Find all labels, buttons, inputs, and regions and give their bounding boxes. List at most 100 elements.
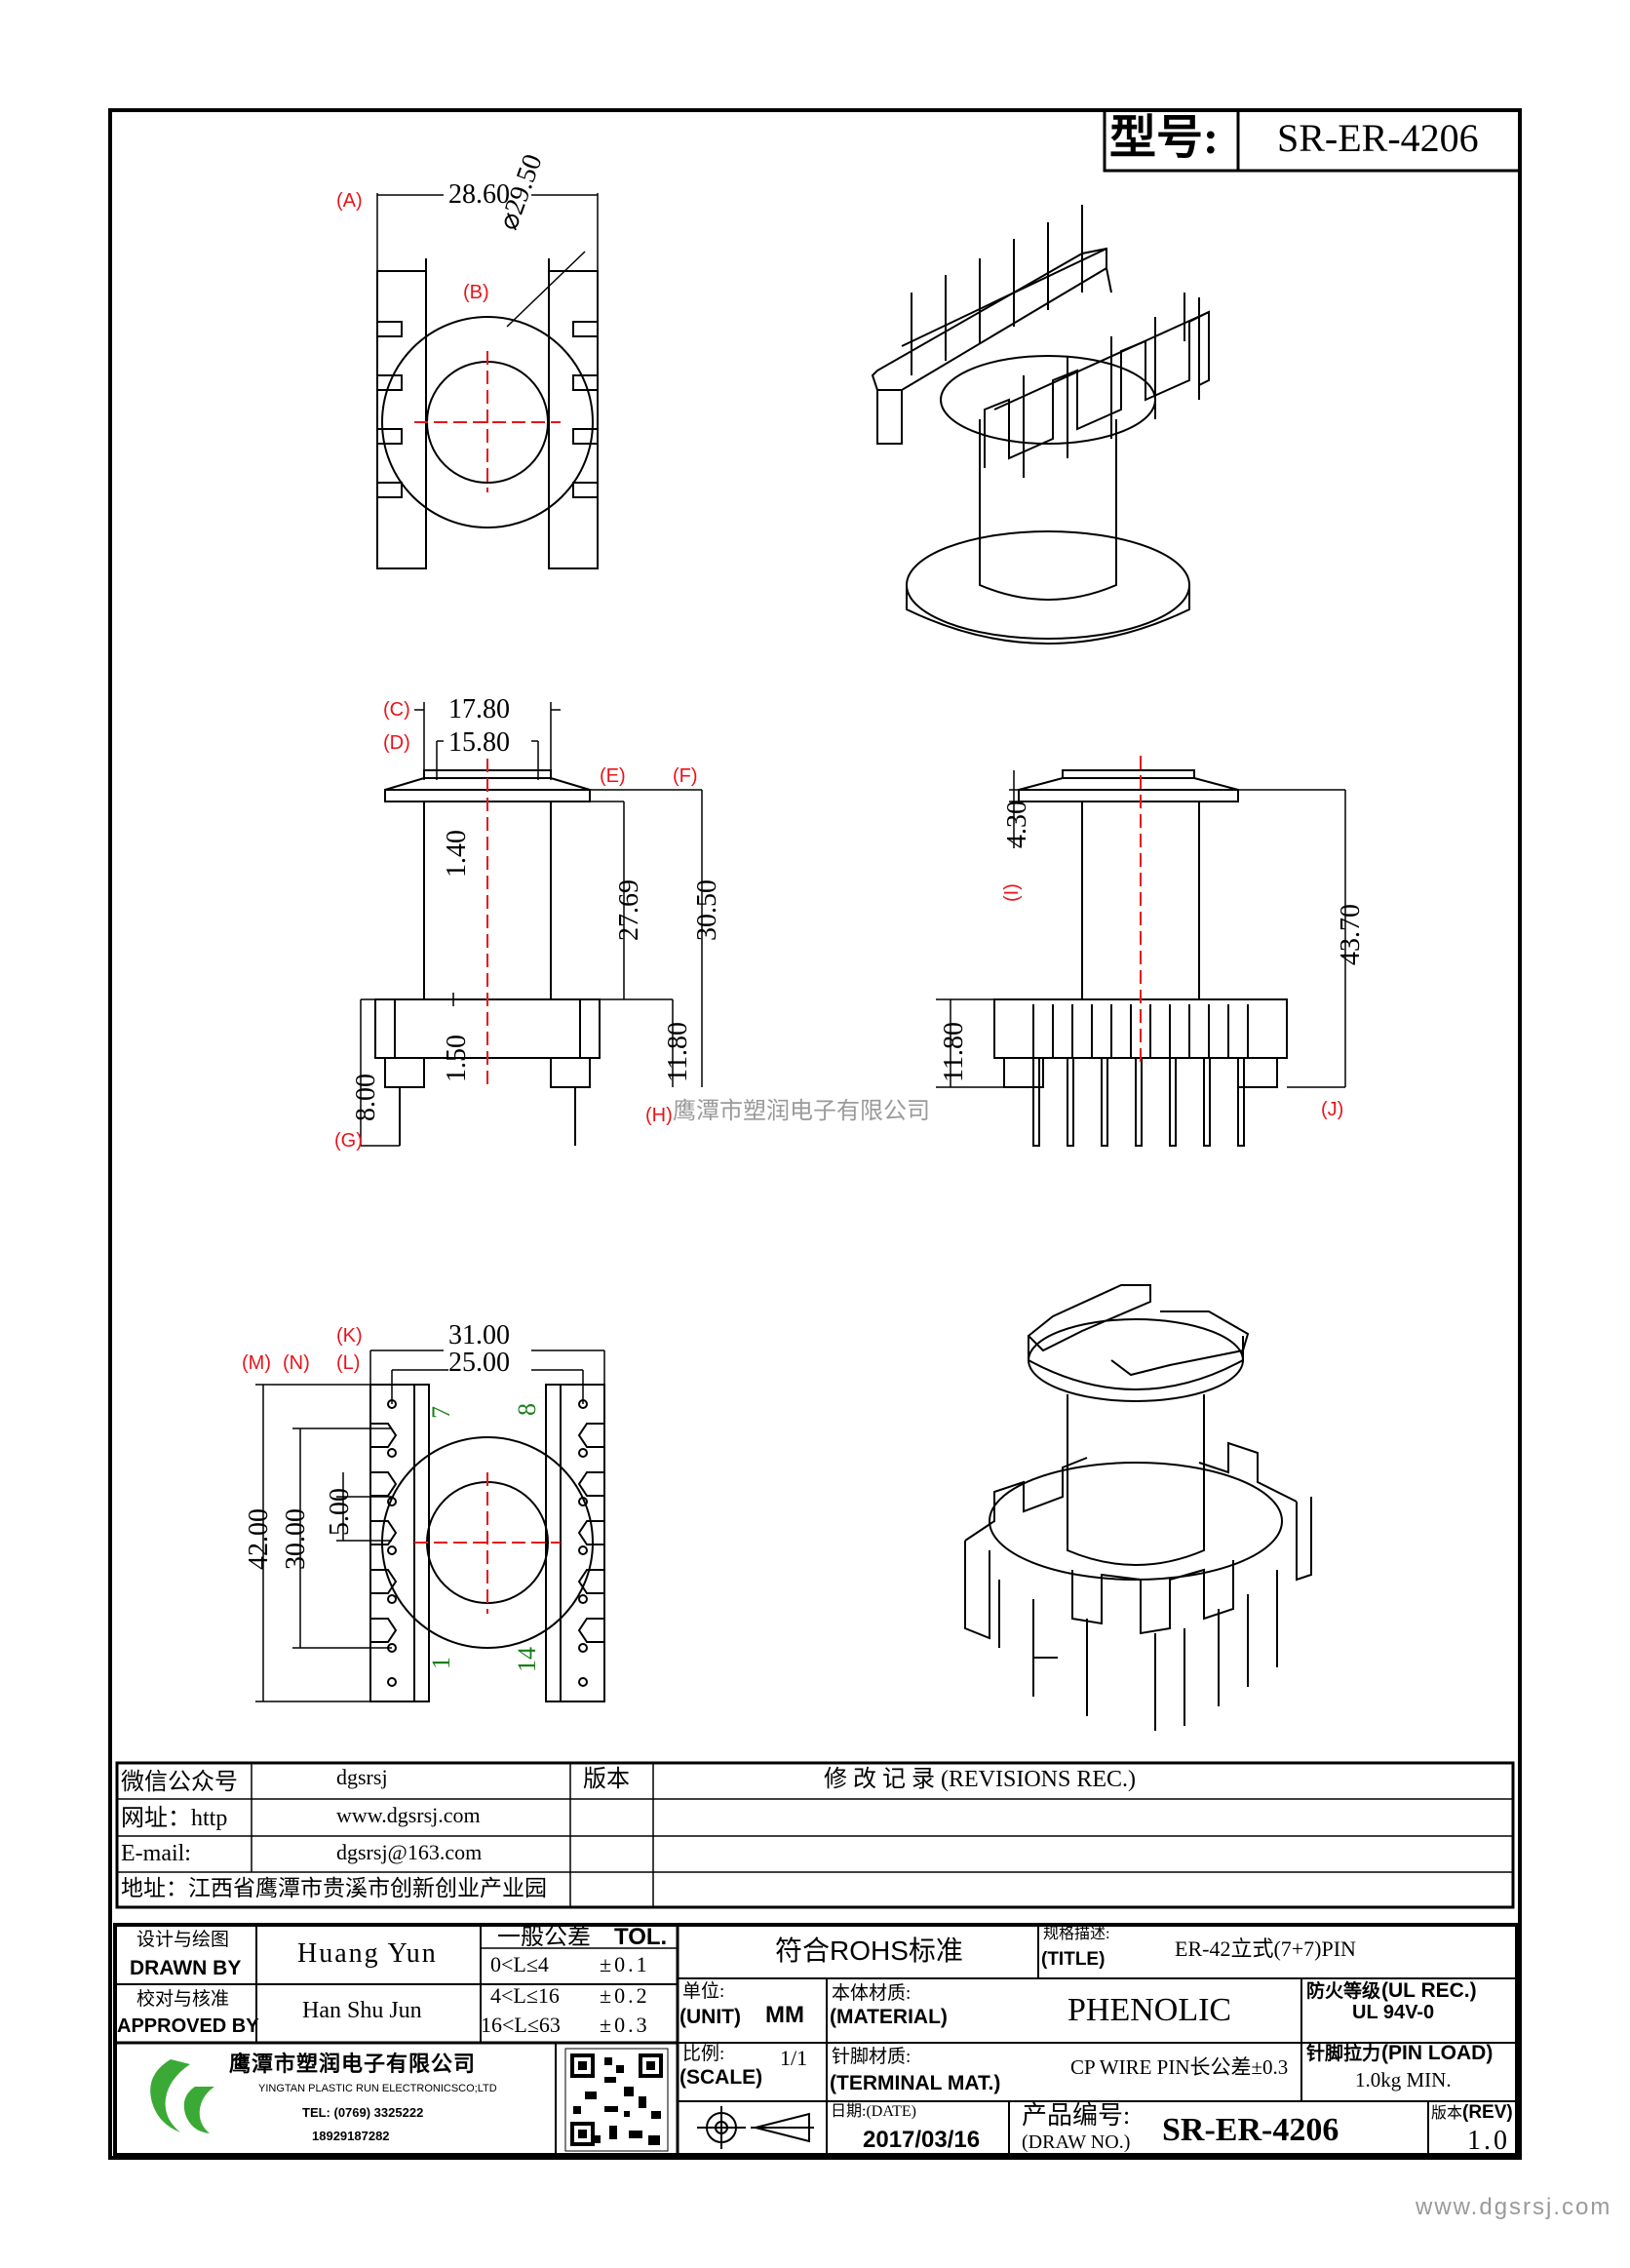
email-label: E-mail: — [121, 1841, 191, 1866]
tol-range-2: 4<L≤16 — [490, 1983, 560, 2008]
pin-number-8: 8 — [513, 1403, 541, 1416]
dim-c-label: (C) — [383, 699, 410, 721]
dim-8-00: 8.00 — [351, 1074, 381, 1121]
model-label: 型号: — [1109, 112, 1219, 164]
revisions-header: 修 改 记 录 (REVISIONS REC.) — [824, 1767, 1137, 1792]
dim-4-30: 4.30 — [1002, 801, 1032, 848]
dim-m-label: (M) — [242, 1352, 271, 1374]
rohs-text: 符合ROHS标准 — [775, 1936, 963, 1966]
bottom-view-center-lines — [414, 1472, 561, 1614]
approved-by-label: APPROVED BY — [117, 2015, 259, 2037]
pin-load-cn: 针脚拉力 — [1306, 2044, 1381, 2064]
material-en: (MATERIAL) — [830, 2006, 948, 2028]
terminal-en: (TERMINAL MAT.) — [830, 2072, 1001, 2094]
dim-i-label: (I) — [1001, 883, 1023, 902]
ul-en: (UL REC.) — [1381, 1979, 1477, 2002]
top-view-dimension-lines — [376, 193, 599, 328]
dim-l-value: 25.00 — [448, 1348, 510, 1378]
tol-value-2: ±0.2 — [600, 1983, 650, 2008]
draw-no-cn: 产品编号: — [1022, 2101, 1131, 2130]
dim-l-label: (L) — [336, 1352, 361, 1374]
dim-a-label: (A) — [336, 190, 363, 212]
company-logo-icon — [150, 2059, 214, 2133]
dim-11-80-front: 11.80 — [663, 1022, 693, 1082]
tol-value-1: ±0.1 — [600, 1952, 650, 1976]
pin-number-1: 1 — [427, 1657, 455, 1669]
terminal-cn: 针脚材质: — [832, 2047, 912, 2067]
rev-value: 1.0 — [1467, 2126, 1510, 2156]
material-cn: 本体材质: — [832, 1983, 912, 2004]
dim-e-label: (E) — [600, 765, 626, 787]
approver-name: Han Shu Jun — [302, 1998, 422, 2023]
date-value: 2017/03/16 — [863, 2127, 981, 2153]
dim-k-label: (K) — [336, 1325, 363, 1347]
iso-view-top — [871, 205, 1210, 645]
dim-27-69: 27.69 — [614, 880, 644, 941]
pin-load-value: 1.0kg MIN. — [1355, 2068, 1452, 2092]
side-view-dimension-lines — [936, 770, 1346, 1088]
top-view-slots — [377, 321, 598, 498]
bottom-view-pin-holes — [387, 1399, 588, 1687]
watermark-text: 鹰潭市塑润电子有限公司 — [673, 1098, 930, 1124]
dim-f-label: (F) — [673, 765, 698, 787]
top-view-center-lines — [414, 351, 561, 492]
wechat-value: dgsrsj — [336, 1765, 388, 1789]
tolerance-cn: 一般公差 — [497, 1925, 591, 1950]
model-box — [1103, 108, 1522, 173]
company-mobile: 18929187282 — [312, 2129, 390, 2143]
dim-43-70: 43.70 — [1336, 904, 1366, 965]
scale-value: 1/1 — [780, 2046, 808, 2070]
dim-30-50: 30.50 — [692, 880, 722, 941]
drawn-by-label: DRAWN BY — [130, 1957, 242, 1979]
model-number: SR-ER-4206 — [1277, 116, 1479, 160]
wechat-label: 微信公众号 — [121, 1770, 238, 1795]
dim-a-value: 28.60 — [448, 179, 510, 210]
dim-b-label: (B) — [463, 282, 489, 303]
date-cn: 日期:(DATE) — [831, 2103, 916, 2120]
tol-range-3: 16<L≤63 — [481, 2013, 561, 2037]
pin-load-en: (PIN LOAD) — [1381, 2042, 1494, 2064]
dim-42-00: 42.00 — [244, 1508, 274, 1570]
rev-cn: 版本 — [1431, 2105, 1463, 2122]
dim-k-value: 31.00 — [448, 1320, 510, 1350]
ul-cn: 防火等级 — [1306, 1981, 1381, 2002]
dim-1-40: 1.40 — [442, 830, 472, 878]
dim-30-00: 30.00 — [281, 1508, 311, 1570]
dim-d-label: (D) — [383, 732, 410, 754]
unit-value: MM — [765, 2002, 804, 2028]
pin-number-14: 14 — [513, 1647, 541, 1672]
front-view-dimension-lines — [360, 702, 703, 1147]
terminal-value: CP WIRE PIN长公差±0.3 — [1070, 2055, 1289, 2079]
pin-number-7: 7 — [427, 1406, 455, 1419]
unit-cn: 单位: — [682, 1981, 725, 2002]
top-view — [376, 258, 599, 569]
drawing-frame — [108, 108, 1522, 2160]
address-text: 地址：江西省鹰潭市贵溪市创新创业产业园 — [121, 1876, 547, 1900]
version-header: 版本 — [583, 1767, 630, 1792]
company-name-cn: 鹰潭市塑润电子有限公司 — [229, 2052, 477, 2076]
rev-en: (REV) — [1462, 2102, 1513, 2123]
draw-no-en: (DRAW NO.) — [1022, 2131, 1131, 2153]
dim-c-value: 17.80 — [448, 694, 510, 724]
dim-5-00: 5.00 — [325, 1488, 355, 1536]
website-value: www.dgsrsj.com — [336, 1803, 481, 1827]
dim-h-label: (H) — [645, 1105, 673, 1126]
company-tel: TEL: (0769) 3325222 — [302, 2105, 424, 2120]
dim-g-label: (G) — [334, 1130, 363, 1152]
dim-n-label: (N) — [283, 1352, 310, 1374]
dim-d-value: 15.80 — [448, 727, 510, 758]
dim-11-80-side: 11.80 — [939, 1022, 969, 1082]
dim-j-label: (J) — [1321, 1099, 1344, 1120]
side-view-pins — [1032, 1057, 1245, 1147]
approved-by-cn: 校对与核准 — [136, 1989, 230, 2010]
ul-value: UL 94V-0 — [1352, 2002, 1435, 2023]
side-view-pin-grid — [1032, 1004, 1249, 1058]
footer-url: www.dgsrsj.com — [1416, 2194, 1612, 2220]
title-block-lines — [113, 1923, 1519, 2157]
qr-code-icon — [564, 2048, 669, 2152]
designer-name: Huang Yun — [297, 1938, 438, 1969]
scale-cn: 比例: — [682, 2044, 725, 2064]
company-name-en: YINGTAN PLASTIC RUN ELECTRONICSCO;LTD — [258, 2083, 497, 2094]
email-value: dgsrsj@163.com — [336, 1840, 483, 1864]
